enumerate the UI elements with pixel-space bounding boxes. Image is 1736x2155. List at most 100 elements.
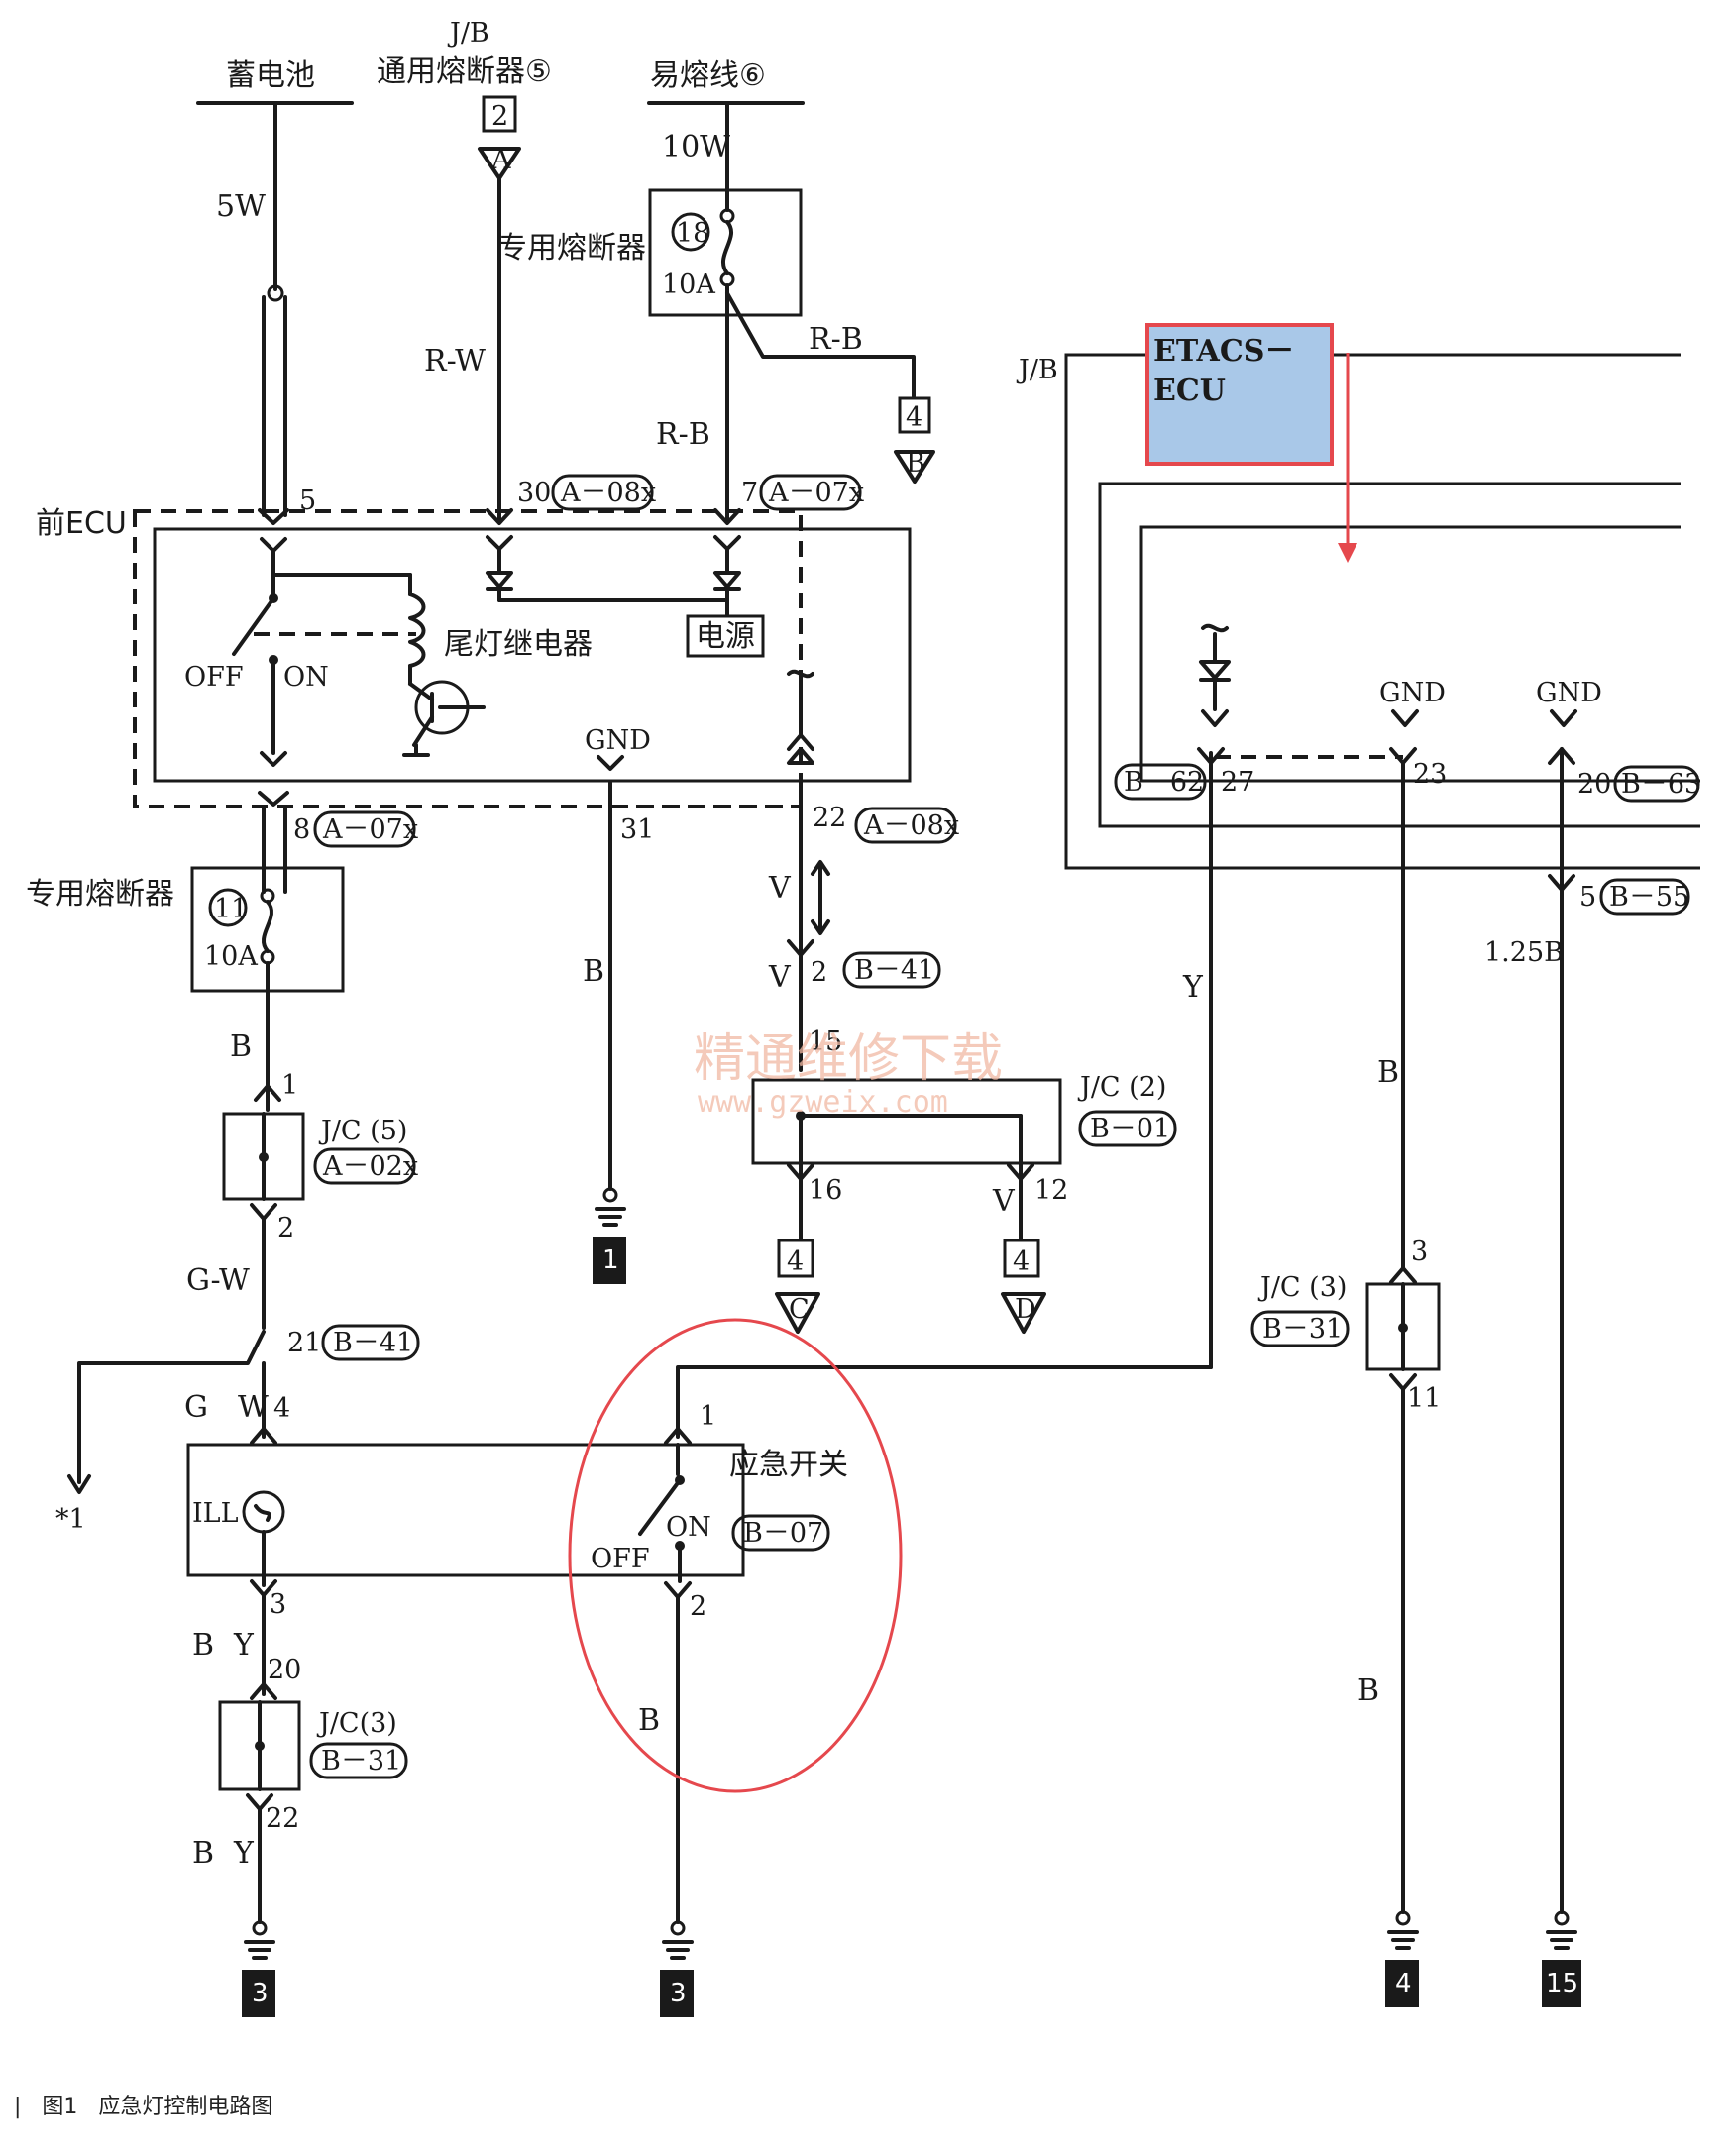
conn-b63: B－63 [1621, 769, 1701, 800]
ecu-gnd: GND [585, 725, 651, 756]
pin-1-a: 1 [281, 1070, 298, 1101]
pin-2-b: 2 [277, 1213, 294, 1243]
fuse18-number: 18 [676, 218, 709, 249]
etacs-gnd-2: GND [1536, 678, 1602, 708]
etacs-line1: ETACS－ [1153, 334, 1294, 369]
wire-b-5: B [1357, 1673, 1379, 1708]
wire-gw: G-W [186, 1263, 250, 1298]
pin-4: 4 [273, 1393, 290, 1424]
pin-12: 12 [1034, 1175, 1068, 1206]
pin-11: 11 [1407, 1383, 1441, 1414]
jc5-label: J/C (5) [318, 1116, 407, 1146]
pin-1-b: 1 [700, 1401, 716, 1432]
wire-v-3: V [992, 1184, 1016, 1219]
front-ecu-label: 前ECU [36, 506, 127, 541]
tail-relay-label: 尾灯继电器 [444, 627, 593, 662]
pin-5: 5 [299, 485, 316, 516]
conn-a02x: A－02x [322, 1151, 418, 1182]
switch-on: ON [666, 1512, 711, 1543]
fuse11-number: 11 [214, 894, 248, 924]
wire-g: G [184, 1390, 208, 1425]
ground-3-a: 3 [252, 1979, 269, 2008]
wire-yb: Y [233, 1836, 255, 1871]
watermark-title: 精通维修下载 [694, 1029, 1003, 1089]
pin-30: 30 [517, 478, 551, 508]
wire-b-3: B [638, 1703, 660, 1738]
offpage-4-b: 4 [906, 402, 922, 433]
caption-title: 应急灯控制电路图 [98, 2095, 273, 2119]
wire-ba: B [192, 1628, 214, 1663]
fuse18-label: 专用熔断器 [497, 231, 646, 266]
conn-b01: B－01 [1090, 1114, 1170, 1144]
conn-a07x-1: A－07x [768, 478, 864, 508]
conn-b41-2: B－41 [333, 1328, 413, 1358]
offpage-d: D [1015, 1294, 1036, 1325]
etacs-line2: ECU [1153, 374, 1226, 408]
pin-5-b: 5 [1579, 882, 1596, 913]
pin-21: 21 [287, 1328, 321, 1358]
wire-b-2: B [583, 954, 604, 989]
pin-2-a: 2 [811, 957, 827, 988]
wire-b-4: B [1377, 1055, 1399, 1090]
fuse18-amp: 10A [662, 269, 715, 300]
etacs-ecu-box [1145, 323, 1334, 466]
ground-3-b: 3 [670, 1979, 687, 2008]
pin-22: 22 [813, 803, 846, 833]
ground-4: 4 [1395, 1969, 1412, 1998]
battery-label: 蓄电池 [226, 58, 315, 93]
power-label: 电源 [696, 619, 755, 654]
ground-1: 1 [602, 1245, 619, 1275]
pin-23: 23 [1413, 759, 1447, 790]
pin-3: 3 [270, 1589, 286, 1620]
jb-fuse-label: 通用熔断器⑤ [377, 54, 552, 89]
switch-off: OFF [591, 1544, 650, 1574]
pin-20: 20 [268, 1655, 301, 1685]
pin-27: 27 [1221, 767, 1254, 798]
highlight-circle [568, 1318, 903, 1793]
wire-b-1: B [230, 1029, 252, 1064]
conn-a07x-2: A－07x [322, 814, 418, 845]
jb-label: J/B [447, 18, 489, 49]
etacs-gnd-1: GND [1379, 678, 1446, 708]
wire-v-1: V [768, 871, 792, 906]
offpage-4-c: 4 [787, 1246, 804, 1277]
offpage-c: C [789, 1294, 810, 1325]
fuse11-label: 专用熔断器 [26, 877, 174, 912]
pin-22-b: 22 [266, 1803, 299, 1834]
caption-figure-no: 图1 [42, 2095, 78, 2119]
jc2-label: J/C (2) [1077, 1072, 1166, 1103]
offpage-4-d: 4 [1013, 1246, 1030, 1277]
ecu-off: OFF [184, 662, 244, 693]
emergency-switch-label: 应急开关 [729, 1448, 848, 1482]
conn-a08x-1: A－08x [560, 478, 656, 508]
fusible-link-label: 易熔线⑥ [650, 58, 766, 93]
wire-jb: J/B [1016, 355, 1058, 385]
pin-3-b: 3 [1411, 1237, 1428, 1267]
wire-w: W [238, 1390, 269, 1425]
conn-b41-1: B－41 [854, 955, 934, 986]
conn-a08x-2: A－08x [863, 810, 959, 841]
conn-b31-2: B－31 [1262, 1314, 1343, 1345]
ecu-on: ON [283, 662, 329, 693]
ill-label: ILL [192, 1498, 239, 1529]
wire-5w: 5W [216, 189, 266, 224]
fuse11-amp: 10A [204, 941, 258, 972]
conn-b31-1: B－31 [321, 1746, 401, 1777]
wire-y: Y [1182, 970, 1204, 1005]
figure-caption: | 图1 应急灯控制电路图 [14, 2089, 286, 2120]
watermark-url: www.gzweix.com [698, 1085, 948, 1120]
jb-fuse-number: 2 [491, 101, 508, 132]
wire-10w: 10W [662, 130, 730, 164]
offpage-b-top: B [906, 448, 925, 479]
wire-bb: B [192, 1836, 214, 1871]
offpage-star-1: *1 [55, 1504, 86, 1535]
pin-31: 31 [620, 814, 654, 845]
pin-20-b: 20 [1577, 769, 1611, 800]
pin-8: 8 [293, 814, 310, 845]
caption-bar: | [14, 2095, 22, 2119]
pin-7: 7 [741, 478, 758, 508]
wire-125b: 1.25B [1484, 937, 1564, 968]
ground-15: 15 [1546, 1969, 1578, 1998]
pin-15: 15 [809, 1026, 842, 1057]
conn-b62: B－62 [1124, 767, 1204, 798]
